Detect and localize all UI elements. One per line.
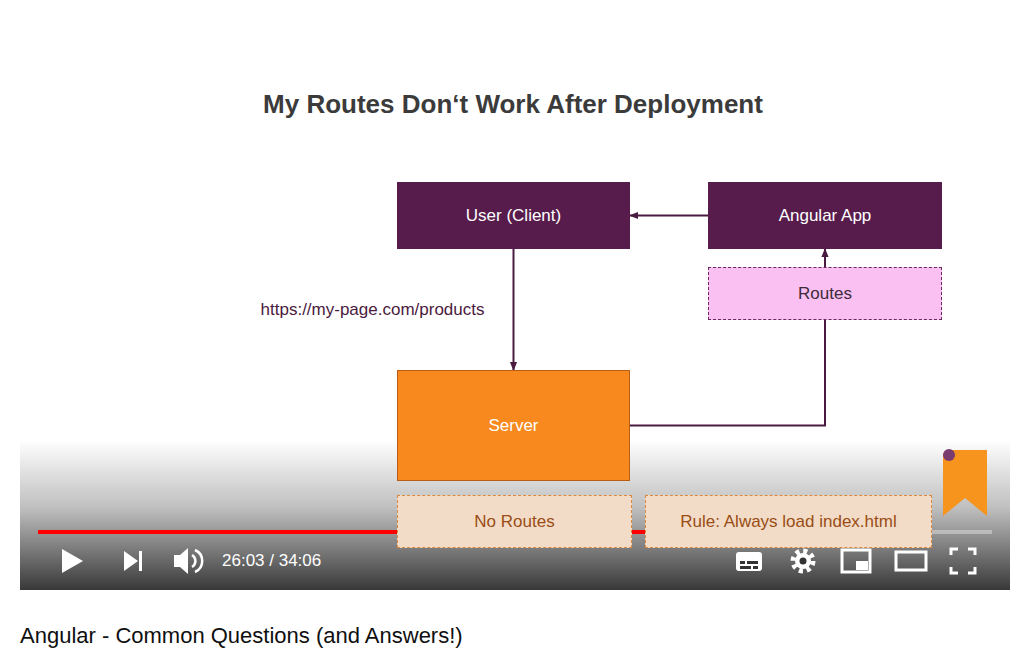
volume-icon bbox=[174, 548, 202, 574]
routes-box: Routes bbox=[708, 267, 942, 320]
connector-arrow bbox=[630, 215, 708, 217]
play-icon bbox=[62, 549, 83, 573]
slide-title: My Routes Don‘t Work After Deployment bbox=[0, 89, 1026, 120]
url-label: https://my-page.com/products bbox=[258, 299, 488, 321]
note-box: No Routes bbox=[397, 495, 632, 548]
node-text: Routes bbox=[798, 284, 852, 304]
node-text: Angular App bbox=[779, 206, 872, 226]
settings-icon bbox=[793, 551, 813, 571]
bookmark-icon bbox=[943, 449, 987, 516]
video-time: 26:03 / 34:06 bbox=[222, 551, 321, 571]
connector-arrow bbox=[513, 249, 515, 370]
video-title: Angular - Common Questions (and Answers!… bbox=[20, 623, 463, 649]
subtitles-icon bbox=[736, 552, 762, 571]
connector-arrow bbox=[824, 249, 826, 267]
miniplayer-icon bbox=[842, 550, 870, 572]
node-text: No Routes bbox=[474, 512, 554, 532]
node-text: Server bbox=[488, 416, 538, 436]
app-box: Angular App bbox=[708, 182, 942, 249]
node-text: Rule: Always load index.html bbox=[680, 512, 896, 532]
connector-arrow bbox=[630, 320, 825, 426]
fullscreen-icon bbox=[951, 549, 975, 573]
next-icon bbox=[124, 551, 142, 571]
server-box: Server bbox=[397, 370, 630, 481]
client-box: User (Client) bbox=[397, 182, 630, 249]
node-text: User (Client) bbox=[466, 206, 561, 226]
rule-box: Rule: Always load index.html bbox=[645, 495, 932, 548]
theater-icon bbox=[896, 552, 926, 570]
